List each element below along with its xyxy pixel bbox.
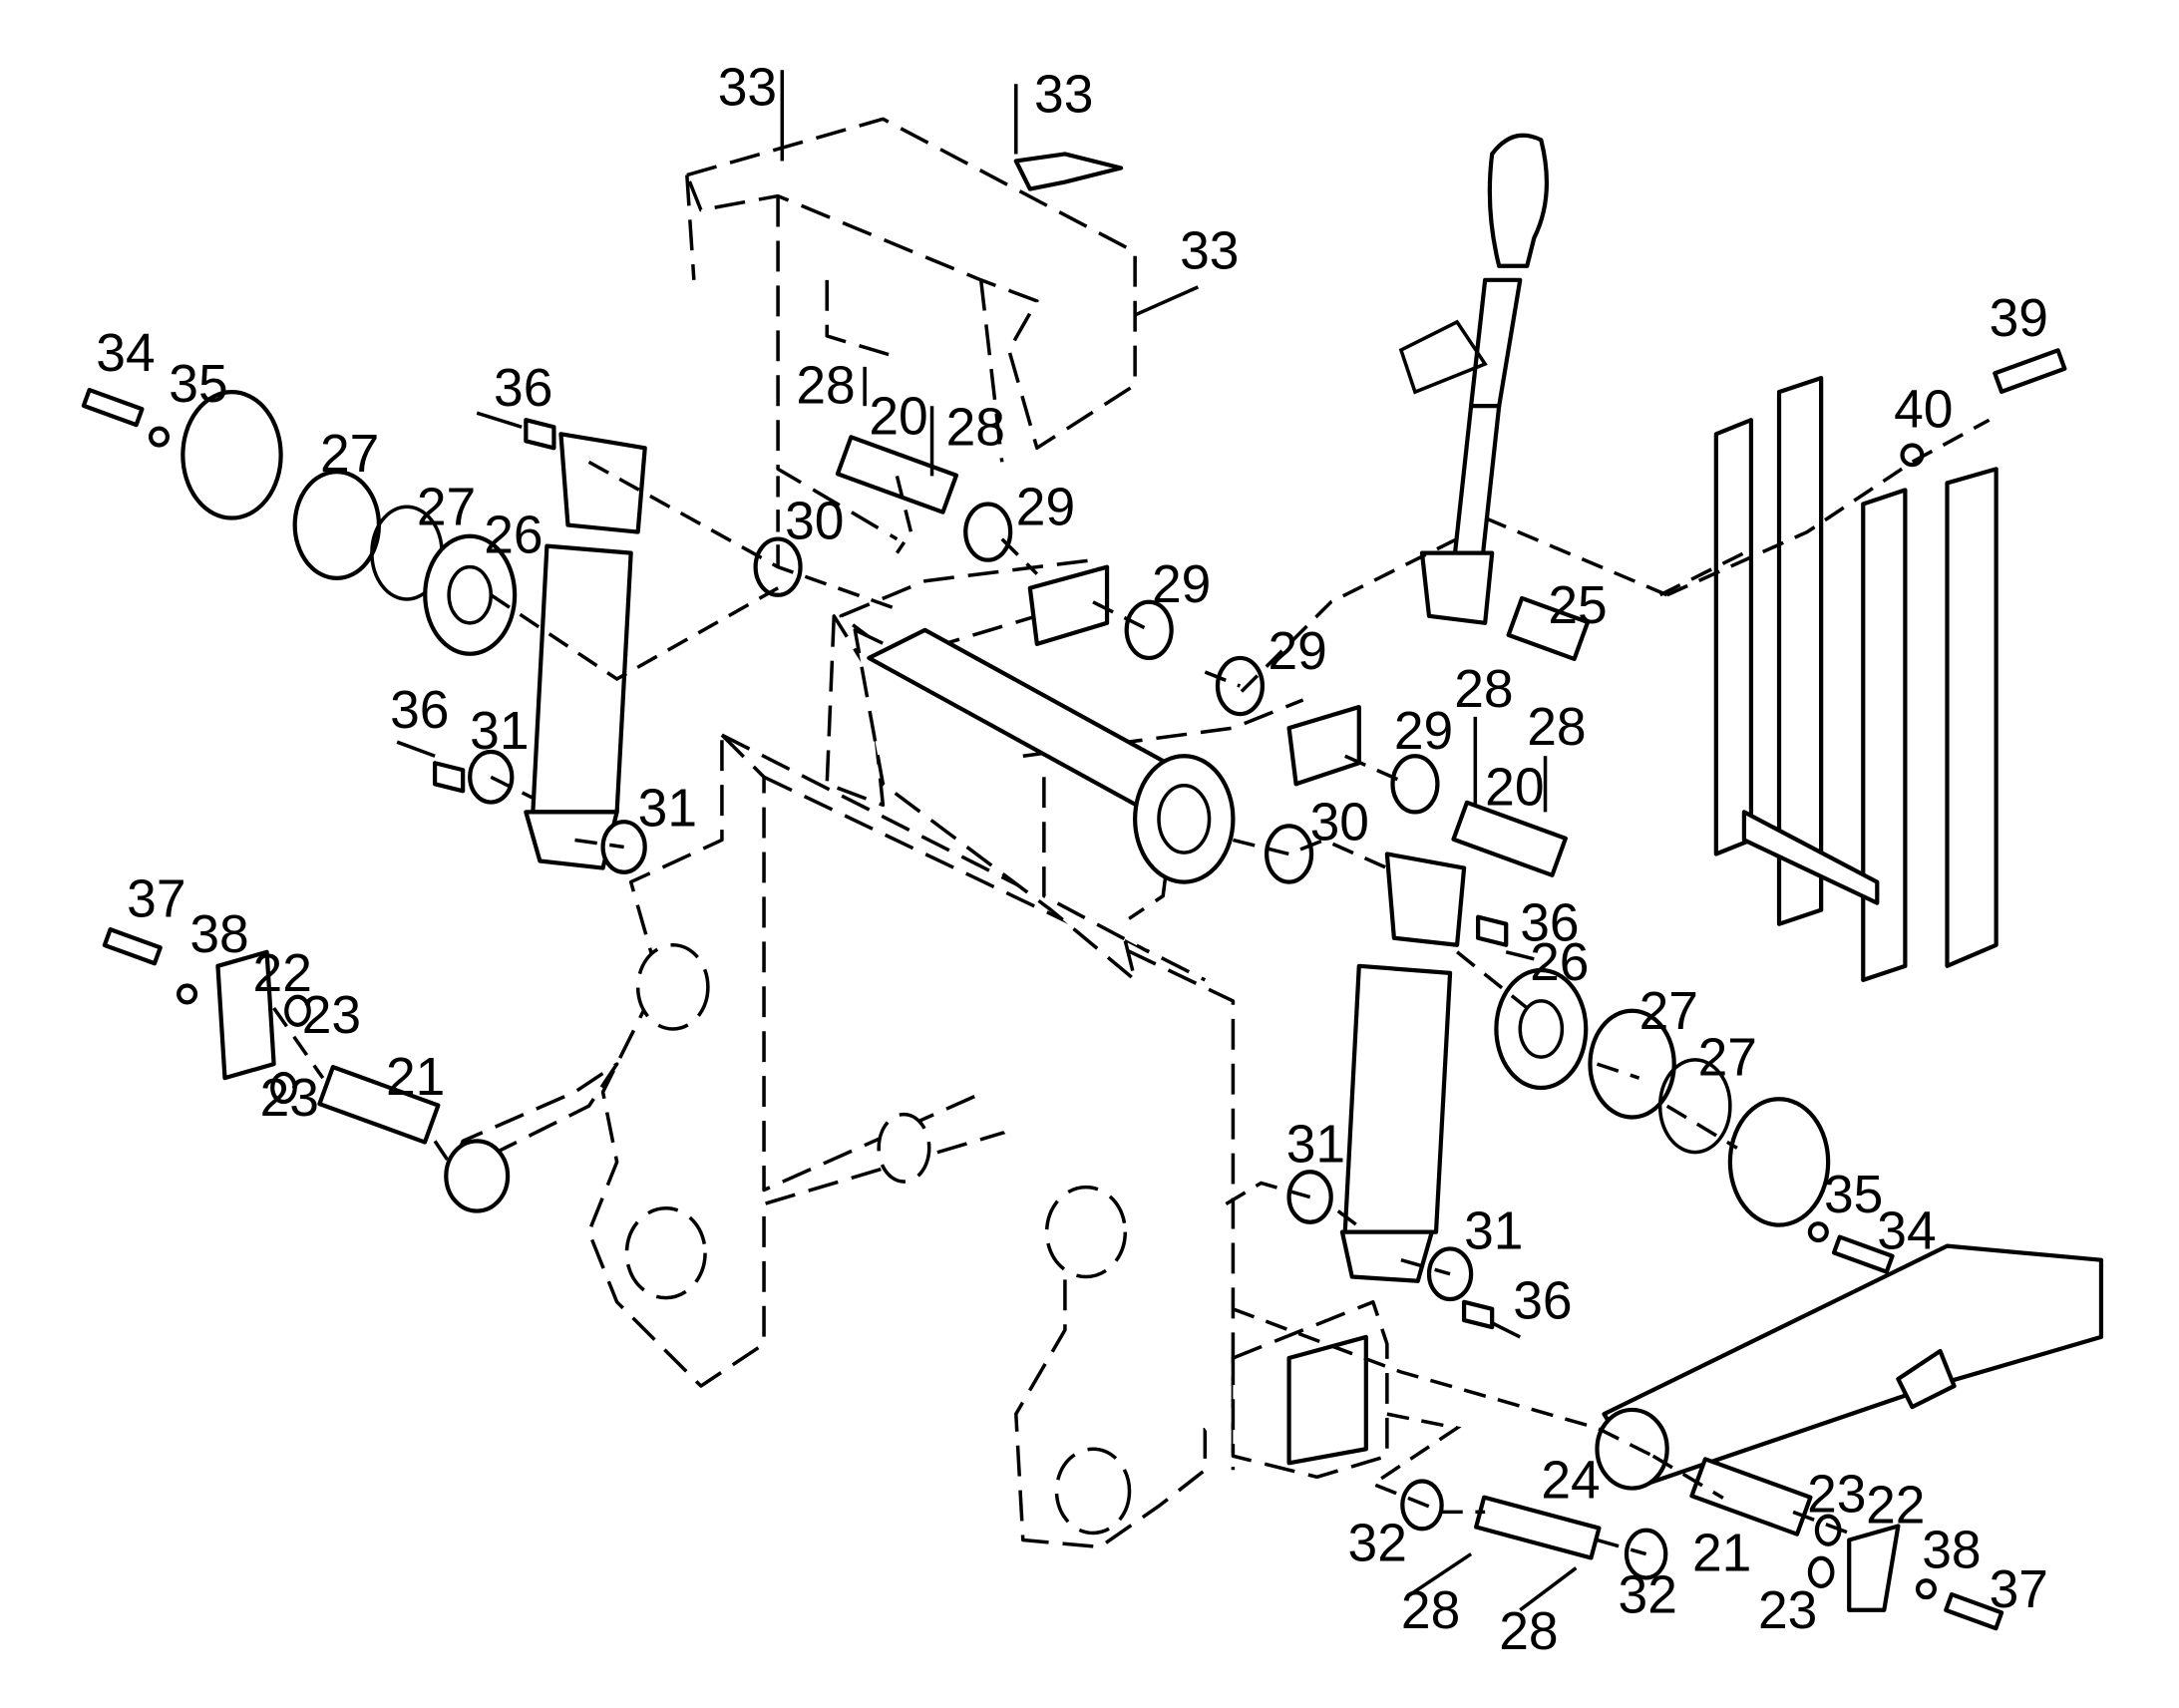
lower-bracket [1231, 1300, 1389, 1480]
callout-24: 24 [1541, 1451, 1600, 1510]
callout-26: 26 [484, 507, 543, 565]
callout-labels: 33 33 33 34 35 36 27 27 26 28 20 28 29 3… [96, 58, 2048, 1661]
callout-28: 28 [1499, 1602, 1558, 1661]
callout-27: 27 [417, 479, 476, 537]
callout-33: 33 [718, 58, 777, 117]
callout-36: 36 [390, 681, 449, 740]
callout-32: 32 [1348, 1515, 1407, 1573]
callout-33: 33 [1180, 222, 1239, 281]
top-link-assembly [1398, 133, 1591, 662]
callout-28: 28 [1527, 698, 1586, 757]
callout-29: 29 [1394, 702, 1453, 761]
right-lower-link [1595, 1243, 2104, 1491]
callout-38: 38 [189, 905, 248, 964]
callout-35: 35 [1824, 1166, 1883, 1224]
callout-29: 29 [1269, 622, 1327, 681]
callout-31: 31 [1286, 1115, 1345, 1174]
callout-23: 23 [302, 986, 361, 1045]
callout-23: 23 [260, 1069, 319, 1128]
callout-34: 34 [1877, 1201, 1936, 1260]
callout-28: 28 [946, 399, 1005, 458]
callout-21: 21 [1692, 1524, 1751, 1582]
left-lift-cylinder [524, 432, 647, 870]
callout-31: 31 [638, 779, 697, 838]
callout-39: 39 [1990, 289, 2048, 348]
right-lift-cylinder [1339, 852, 1467, 1283]
callout-29: 29 [1016, 479, 1075, 537]
callout-35: 35 [169, 355, 227, 414]
callout-27: 27 [320, 425, 379, 484]
callout-36: 36 [1520, 894, 1579, 953]
callout-30: 30 [1310, 793, 1369, 852]
upper-cross-member [825, 557, 1361, 982]
callout-34: 34 [96, 324, 155, 383]
callout-29: 29 [1152, 555, 1211, 614]
callout-23: 23 [1758, 1581, 1817, 1640]
callout-20: 20 [869, 387, 927, 446]
callout-27: 27 [1698, 1028, 1757, 1087]
callout-21: 21 [386, 1048, 445, 1107]
callout-22: 22 [1866, 1477, 1925, 1536]
callout-28: 28 [1454, 660, 1513, 719]
callout-36: 36 [494, 359, 552, 418]
left-lower-link [444, 1062, 619, 1213]
left-flange-bearing-group [81, 387, 518, 656]
callout-23: 23 [1807, 1465, 1866, 1524]
callout-30: 30 [785, 493, 844, 551]
callout-33: 33 [1034, 65, 1093, 124]
callout-26: 26 [1530, 933, 1589, 992]
callout-28: 28 [796, 356, 855, 415]
callout-37: 37 [127, 870, 185, 929]
callout-32: 32 [1619, 1566, 1677, 1625]
callout-28: 28 [1401, 1581, 1460, 1640]
callout-37: 37 [1990, 1560, 2048, 1619]
callout-22: 22 [253, 944, 312, 1003]
callout-31: 31 [1464, 1201, 1523, 1260]
drawbar-hitch-column [1713, 348, 2067, 982]
callout-38: 38 [1922, 1522, 1981, 1580]
callout-40: 40 [1894, 380, 1953, 439]
callout-36: 36 [1513, 1272, 1572, 1331]
callout-25: 25 [1548, 576, 1607, 635]
right-flange-bearing-group [1494, 967, 1895, 1274]
assembly-leader-lines [272, 418, 1991, 1556]
callout-20: 20 [1485, 758, 1544, 817]
callout-27: 27 [1639, 982, 1698, 1041]
callout-31: 31 [470, 702, 529, 761]
